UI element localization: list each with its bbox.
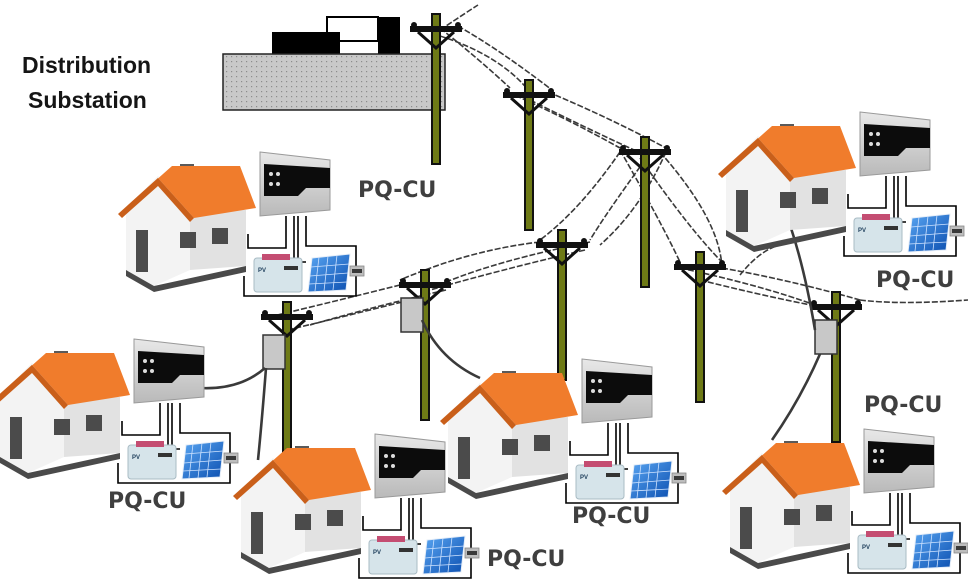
power-lines	[264, 4, 968, 331]
home-unit-upper-right	[717, 111, 965, 257]
home-unit-upper-left	[117, 151, 365, 297]
utility-pole-icon	[397, 268, 453, 422]
utility-pole-icon	[617, 135, 673, 289]
utility-pole-icon	[672, 250, 728, 404]
pq-cu-label: PQ-CU	[487, 547, 565, 572]
home-unit-center	[439, 358, 687, 504]
substation-icon	[222, 16, 446, 111]
utility-pole-icon	[501, 78, 557, 232]
transformer-icon	[814, 319, 838, 355]
utility-pole-icon	[808, 290, 864, 444]
transformer-icon	[400, 297, 424, 333]
substation-title-line1: Distribution	[22, 52, 151, 78]
transformer-icon	[262, 334, 286, 370]
utility-pole-icon	[534, 228, 590, 382]
home-unit-bottom-center-left	[232, 433, 480, 579]
home-unit-right	[721, 428, 968, 574]
pq-cu-label: PQ-CU	[876, 268, 954, 293]
pq-cu-label: PQ-CU	[864, 393, 942, 418]
utility-pole-icon	[259, 300, 315, 454]
pq-cu-label: PQ-CU	[358, 178, 436, 203]
substation-title-line2: Substation	[28, 87, 147, 113]
service-drops	[199, 224, 822, 461]
pq-cu-label: PQ-CU	[108, 489, 186, 514]
home-unit-left	[0, 338, 239, 484]
pq-cu-label: PQ-CU	[572, 504, 650, 529]
